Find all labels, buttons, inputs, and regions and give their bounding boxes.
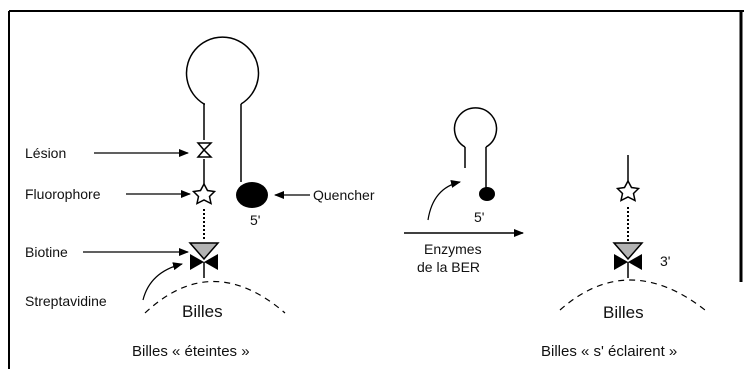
five-prime-label: 5' — [250, 212, 260, 228]
lesion-icon — [196, 142, 213, 158]
right-biotin-icon — [612, 242, 644, 261]
hairpin-probe — [185, 36, 260, 241]
beads-label: Billes — [182, 302, 223, 321]
three-prime-label: 3' — [660, 253, 670, 269]
right-panel: 3' Billes Billes « s' éclairent » — [541, 155, 706, 360]
fluorophore-label: Fluorophore — [25, 186, 101, 202]
biotine-label: Biotine — [25, 244, 68, 260]
right-fluorophore-star-icon — [615, 179, 641, 202]
enzymes-label: Enzymes — [424, 241, 482, 257]
quencher-label: Quencher — [313, 187, 375, 203]
biotin-icon — [188, 242, 220, 261]
quencher-icon — [236, 182, 268, 208]
middle-transition: 5' Enzymes de la BER — [404, 107, 524, 275]
lesion-label: Lésion — [25, 145, 66, 161]
label-pointers — [83, 149, 310, 301]
released-quencher-icon — [479, 187, 495, 201]
figure-frame — [8, 10, 744, 369]
bead-outline — [144, 280, 286, 314]
right-bead-outline — [559, 279, 706, 311]
fluorophore-star-icon — [191, 182, 217, 205]
middle-five-prime-label: 5' — [474, 209, 484, 225]
right-beads-label: Billes — [603, 303, 644, 322]
streptavidine-label: Streptavidine — [25, 293, 107, 309]
ber-label: de la BER — [417, 259, 480, 275]
left-caption: Billes « éteintes » — [132, 343, 250, 360]
left-panel: 5' Billes Lésion Fluorophore Biotine Str… — [25, 36, 375, 360]
right-caption: Billes « s' éclairent » — [541, 343, 677, 360]
